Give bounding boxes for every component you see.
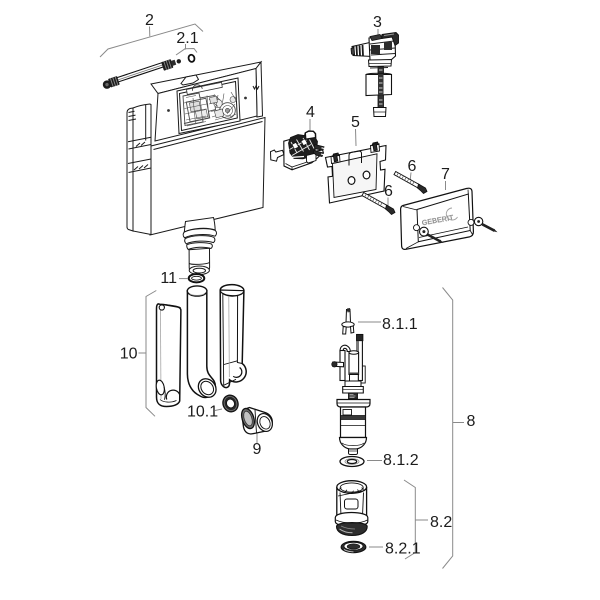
svg-text:8.2.1: 8.2.1 [385,541,421,558]
svg-text:4: 4 [306,104,315,121]
svg-text:6: 6 [408,158,417,175]
svg-text:10.1: 10.1 [187,404,218,421]
svg-text:8.1.2: 8.1.2 [383,452,419,469]
svg-text:9: 9 [253,441,262,458]
svg-text:2.1: 2.1 [176,30,198,47]
svg-text:10: 10 [120,346,138,363]
svg-text:11: 11 [160,270,177,287]
svg-text:3: 3 [373,14,382,31]
svg-text:8: 8 [467,413,476,430]
svg-text:8.2: 8.2 [430,514,452,531]
svg-text:2: 2 [145,12,154,29]
svg-text:8.1.1: 8.1.1 [382,316,418,333]
svg-text:6: 6 [384,183,393,200]
svg-text:5: 5 [351,114,360,131]
svg-text:7: 7 [441,166,450,183]
